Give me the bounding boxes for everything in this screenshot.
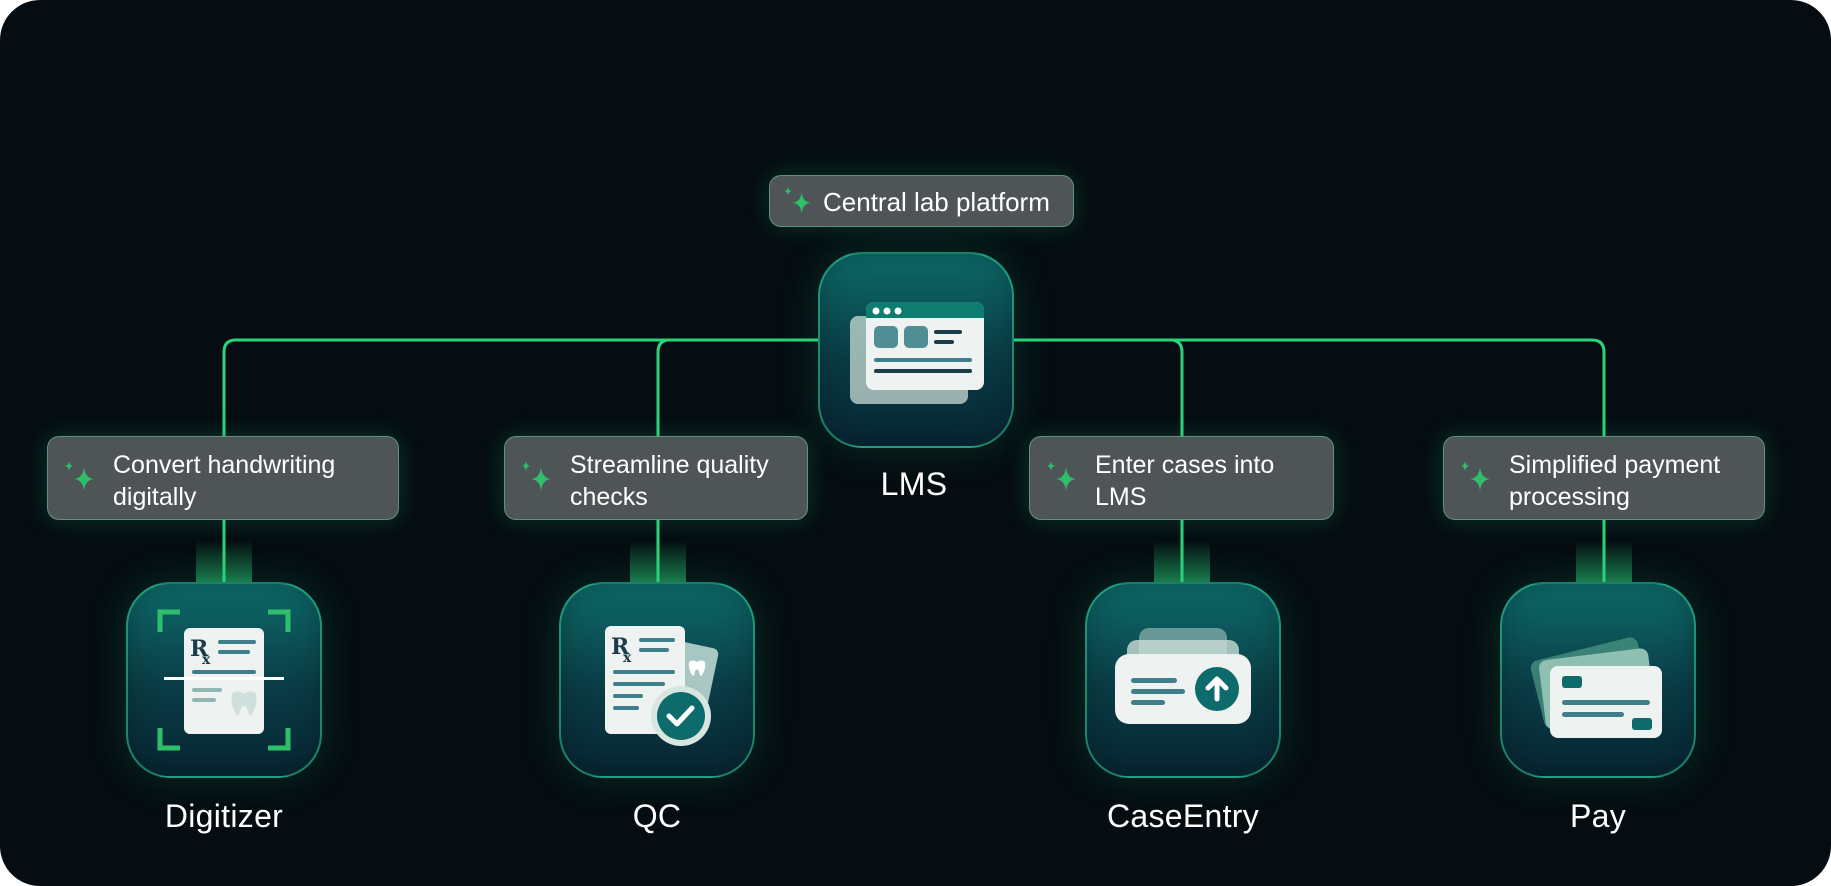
svg-text:R: R <box>190 636 209 662</box>
caseentry-tag: Enter cases into LMS <box>1029 436 1334 520</box>
hub-tag-text: Central lab platform <box>823 187 1050 217</box>
payment-cards-icon <box>1530 637 1662 738</box>
pay-tag: Simplified payment processing <box>1443 436 1765 520</box>
qc-label: QC <box>632 798 682 834</box>
digitizer-tag: Convert handwriting digitally <box>47 436 399 520</box>
pay-node[interactable] <box>1500 582 1696 778</box>
caseentry-label: CaseEntry <box>1106 798 1260 834</box>
sparkle-icon <box>522 461 551 491</box>
connector-pay <box>1010 338 1606 584</box>
scan-prescription-icon: R x <box>157 609 291 751</box>
digitizer-label: Digitizer <box>164 798 284 834</box>
lms-node[interactable] <box>818 252 1014 448</box>
browser-window-icon <box>850 302 984 404</box>
digitizer-node[interactable]: R x <box>126 582 322 778</box>
sparkle-icon <box>1047 461 1076 491</box>
pay-label: Pay <box>1569 798 1627 834</box>
prescription-check-icon: R x <box>605 626 719 746</box>
upload-card-icon <box>1115 628 1251 724</box>
connector-digitizer <box>222 338 818 584</box>
svg-text:x: x <box>202 652 211 668</box>
caseentry-tag-text: Enter cases into LMS <box>1095 451 1275 511</box>
sparkle-icon <box>65 461 94 491</box>
svg-text:R: R <box>611 634 630 660</box>
svg-text:x: x <box>623 650 632 666</box>
qc-node[interactable]: R x <box>559 582 755 778</box>
digitizer-tag-text: Convert handwriting digitally <box>113 451 336 511</box>
pay-tag-text: Simplified payment processing <box>1509 451 1721 511</box>
caseentry-node[interactable] <box>1085 582 1281 778</box>
qc-tag-text: Streamline quality checks <box>570 451 769 511</box>
connector-qc <box>656 338 818 584</box>
hub-tag: Central lab platform <box>769 175 1074 227</box>
lms-label: LMS <box>880 466 948 502</box>
sparkle-icon <box>1461 461 1490 491</box>
qc-tag: Streamline quality checks <box>504 436 808 520</box>
sparkle-icon <box>784 186 811 214</box>
